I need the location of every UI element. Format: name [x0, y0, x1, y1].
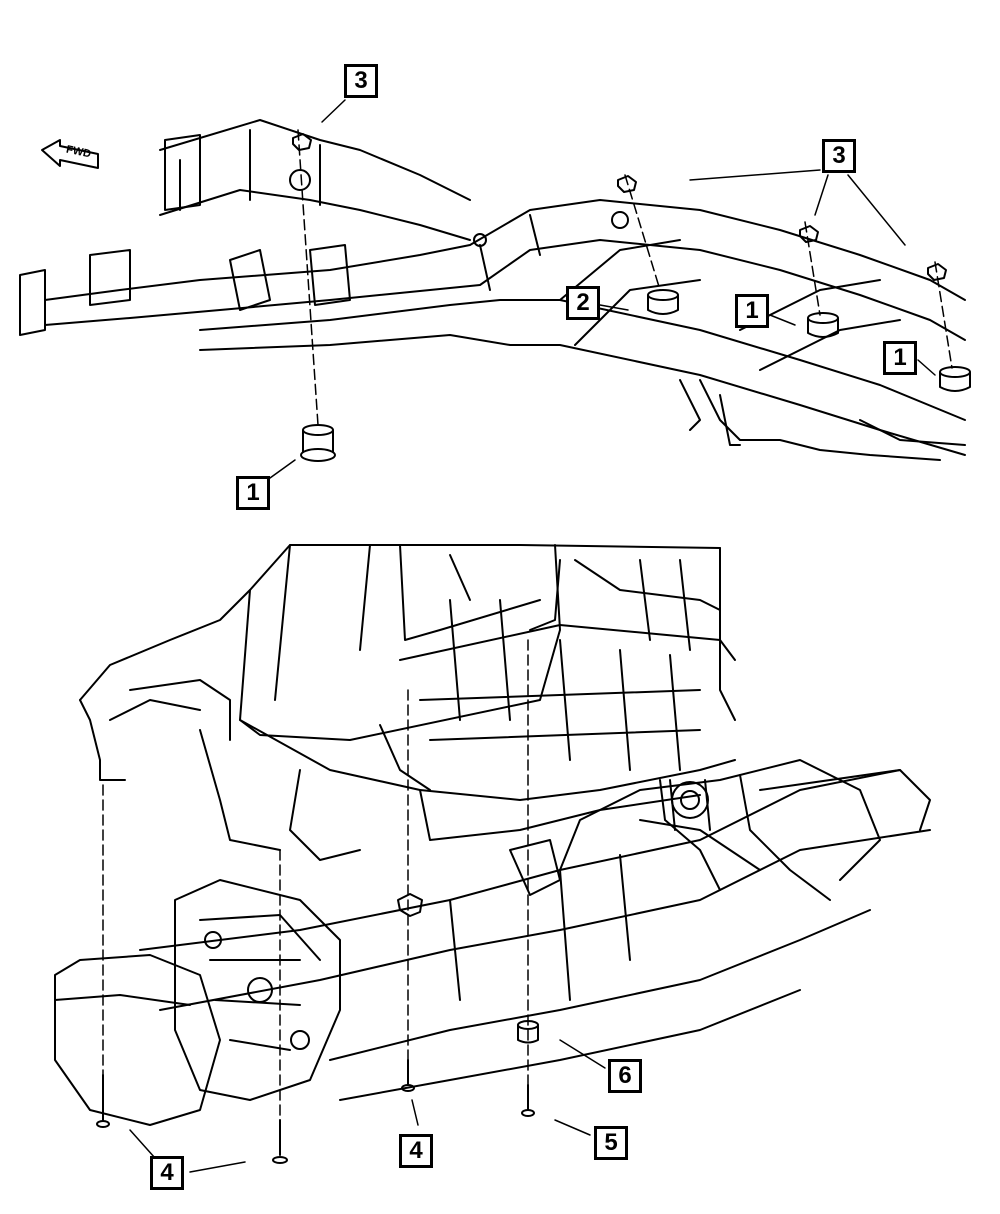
callout-3-front: 3	[344, 64, 378, 98]
callout-6: 6	[608, 1059, 642, 1093]
callout-3-rear: 3	[822, 139, 856, 173]
cab-body	[79, 544, 736, 861]
callout-1-middle: 1	[735, 294, 769, 328]
fwd-arrow-icon	[41, 139, 99, 169]
callout-4-center: 4	[399, 1134, 433, 1168]
isolator-front-left	[300, 424, 336, 462]
bolts	[96, 1059, 535, 1164]
callout-4-left: 4	[150, 1156, 184, 1190]
callout-1-right: 1	[883, 341, 917, 375]
isolator-rear-middle	[807, 312, 839, 338]
isolator-mid	[647, 289, 679, 315]
callout-1-left: 1	[236, 476, 270, 510]
isolator-rear-right	[939, 366, 971, 392]
callout-5: 5	[594, 1126, 628, 1160]
chassis-assembly	[54, 759, 931, 1164]
upper-frame-assembly	[19, 119, 971, 462]
callout-2: 2	[566, 286, 600, 320]
